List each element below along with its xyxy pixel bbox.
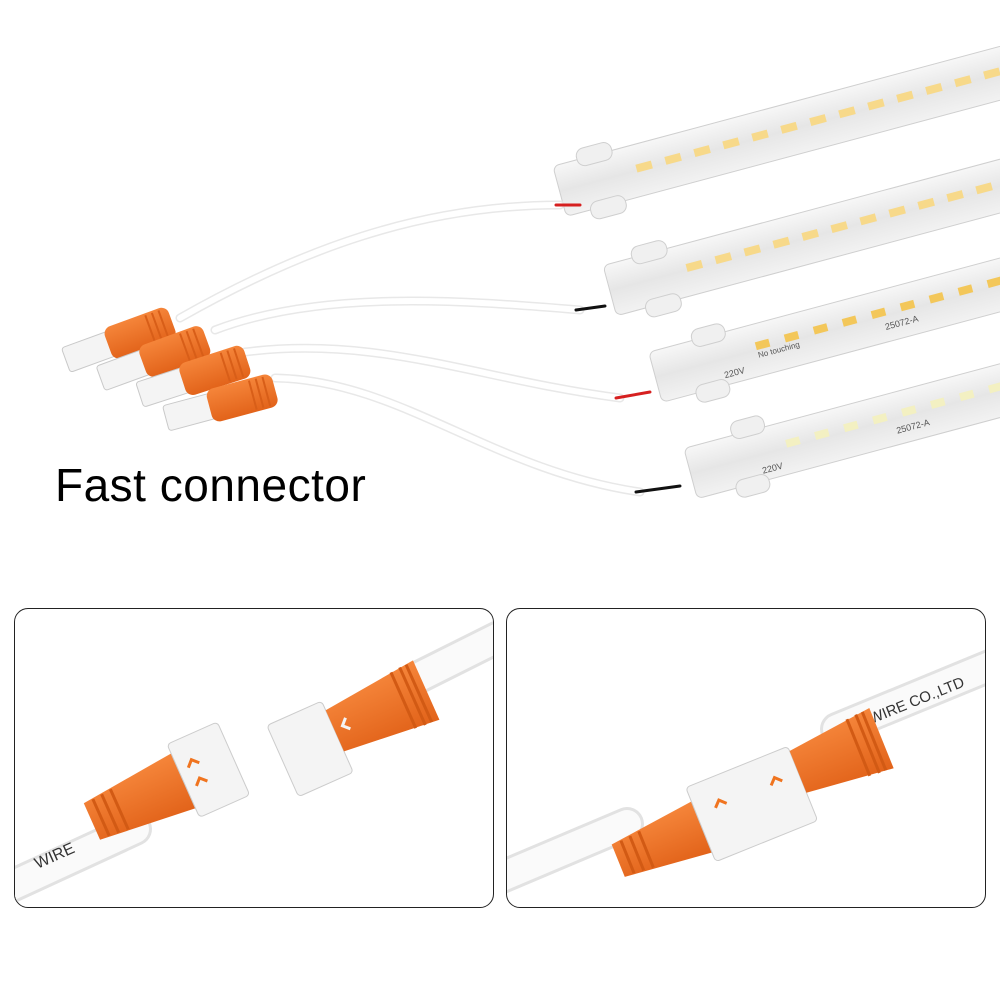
detail-panel-connected: WIRE CO.,LTD (506, 608, 986, 908)
connector-detail-open: WIRE (15, 620, 493, 904)
wire-tips (554, 203, 682, 494)
connector-2 (96, 326, 211, 391)
connector-detail-joined: WIRE CO.,LTD (507, 649, 985, 894)
led-bar-1 (553, 32, 1000, 220)
connector-1 (61, 307, 176, 373)
product-scene: 220V No touching 25072-A 220V 25072-A (61, 32, 1000, 498)
detail-panel-disconnected: WIRE (14, 608, 494, 908)
led-bar-3: 220V No touching 25072-A (649, 239, 1000, 403)
connector-3 (135, 345, 251, 407)
led-bar-4: 220V 25072-A (684, 340, 1000, 498)
caption-heading: Fast connector (55, 459, 367, 511)
connector-4 (162, 374, 278, 431)
led-strip-illustration: 220V No touching 25072-A 220V 25072-A (61, 32, 1000, 498)
led-bar-2 (603, 142, 1000, 318)
